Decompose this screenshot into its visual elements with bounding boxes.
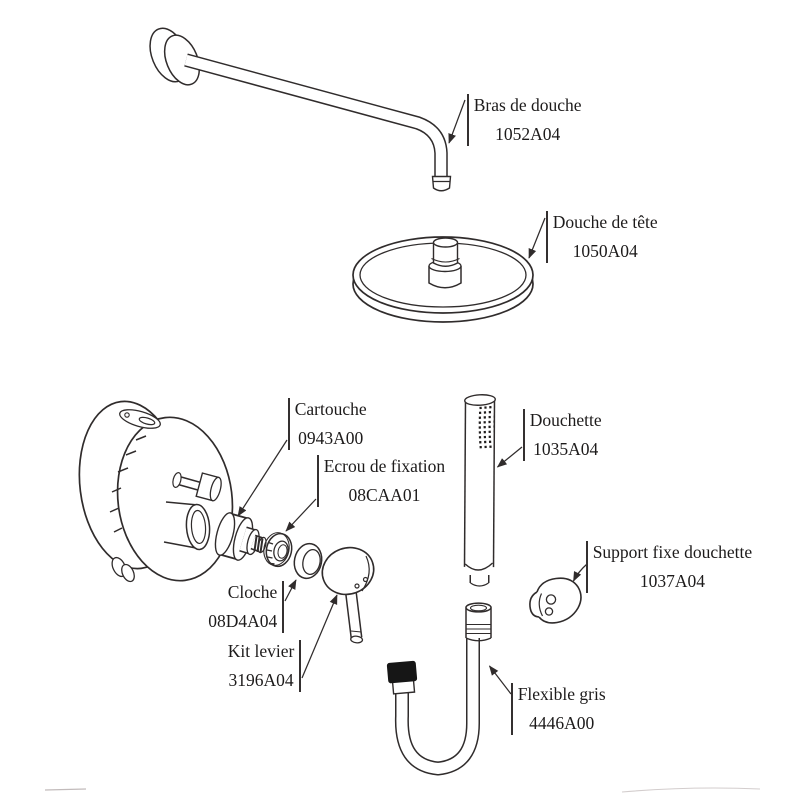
lever-kit-drawing	[321, 546, 375, 644]
part-label-kit-levier: Kit levier 3196A04	[228, 640, 301, 692]
part-label-cartouche: Cartouche 0943A00	[288, 398, 367, 450]
hose-fitting	[465, 602, 492, 642]
part-ref: 3196A04	[228, 669, 294, 690]
valve-body-drawing	[78, 400, 234, 583]
leader-bras-de-douche	[448, 99, 466, 144]
nut-knurling	[266, 541, 275, 565]
fixing-nut-drawing	[263, 532, 293, 568]
part-ref: 0943A00	[298, 427, 364, 448]
part-ref: 4446A00	[529, 712, 595, 733]
part-label-support-fixe-douchette: Support fixe douchette 1037A04	[586, 541, 752, 593]
label-tick	[299, 640, 301, 692]
part-ref: 08CAA01	[348, 484, 421, 505]
part-ref: 1035A04	[533, 438, 599, 459]
label-tick	[282, 581, 284, 633]
part-ref: 1050A04	[572, 240, 638, 261]
part-label-douchette: Douchette 1035A04	[523, 409, 602, 461]
valve-top-slot	[119, 409, 161, 429]
cartridge-drawing	[214, 512, 267, 561]
part-ref: 1052A04	[495, 123, 561, 144]
part-label-bras-de-douche: Bras de douche 1052A04	[467, 94, 582, 146]
label-tick	[467, 94, 469, 146]
lever-knob	[321, 546, 375, 596]
head-connector-neck	[432, 243, 459, 267]
part-name: Douchette	[529, 410, 602, 430]
label-tick	[546, 211, 548, 263]
leader-douche-de-tete	[528, 217, 546, 259]
leader-douchette	[496, 446, 523, 468]
spray-nozzle-dots	[478, 405, 494, 449]
shower-arm-drawing	[149, 27, 452, 192]
leader-flexible	[489, 665, 512, 695]
leader-kit-levier	[301, 594, 338, 679]
label-tick	[523, 409, 525, 461]
hose-drawing	[386, 602, 492, 776]
part-name: Cartouche	[294, 399, 367, 419]
hose-end-cap	[386, 660, 418, 695]
label-tick	[288, 398, 290, 450]
bell-trim-drawing	[293, 542, 323, 580]
leader-support	[572, 563, 588, 582]
label-tick	[317, 455, 319, 507]
part-label-douche-de-tete: Douche de tête 1050A04	[546, 211, 658, 263]
part-name: Cloche	[227, 582, 278, 602]
shower-head-drawing	[352, 236, 534, 323]
part-label-ecrou-de-fixation: Ecrou de fixation 08CAA01	[317, 455, 445, 507]
part-name: Bras de douche	[473, 95, 582, 115]
leader-cartouche	[237, 439, 288, 517]
part-label-flexible-gris: Flexible gris 4446A00	[511, 683, 606, 735]
scan-artifacts	[44, 787, 761, 793]
part-name: Douche de tête	[552, 212, 658, 232]
valve-port	[163, 501, 211, 551]
part-name: Kit levier	[227, 641, 295, 661]
valve-rim-markings	[109, 435, 147, 533]
arm-end-cap	[431, 175, 452, 192]
wall-bracket-drawing	[529, 577, 582, 624]
part-name: Support fixe douchette	[592, 542, 753, 562]
cartridge-spline-tip	[253, 536, 264, 553]
part-ref: 1037A04	[639, 570, 705, 591]
part-name: Flexible gris	[517, 684, 606, 704]
part-name: Ecrou de fixation	[323, 456, 446, 476]
leader-cloche	[284, 579, 297, 602]
label-tick	[586, 541, 588, 593]
valve-stem	[172, 472, 222, 502]
leader-lines	[237, 99, 588, 695]
part-ref: 08D4A04	[208, 610, 278, 631]
leader-ecrou	[285, 498, 317, 532]
hand-shower-drawing	[463, 394, 496, 587]
label-tick	[511, 683, 513, 735]
part-label-cloche: Cloche 08D4A04	[208, 581, 284, 633]
